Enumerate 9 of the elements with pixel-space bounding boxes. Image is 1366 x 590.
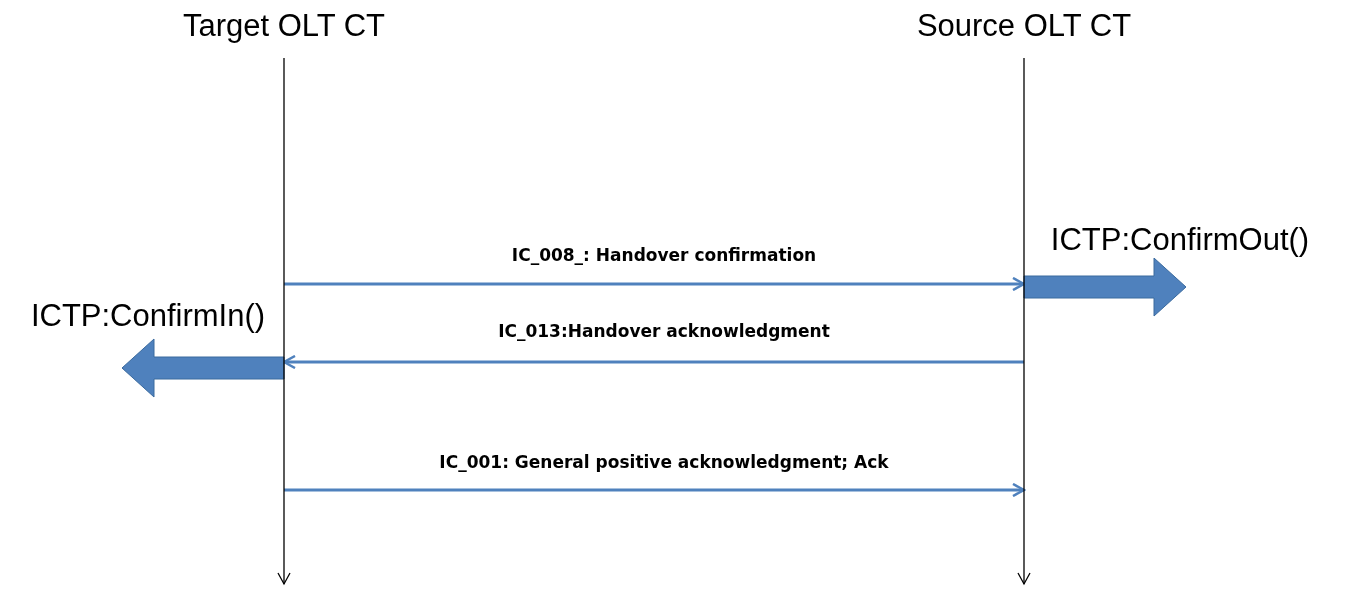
message-label: IC_008_: Handover confirmation <box>511 244 817 266</box>
message-label: IC_001: General positive acknowledgment; Ack <box>439 451 889 473</box>
block-arrow <box>1023 257 1187 317</box>
block-arrow <box>121 338 285 398</box>
lifeline-heading: Source OLT CT <box>915 8 1133 44</box>
message-arrow <box>284 482 1026 498</box>
lifeline-heading: Target OLT CT <box>181 8 387 44</box>
message-label: IC_013:Handover acknowledgment <box>498 320 830 342</box>
message-arrow <box>284 276 1026 292</box>
